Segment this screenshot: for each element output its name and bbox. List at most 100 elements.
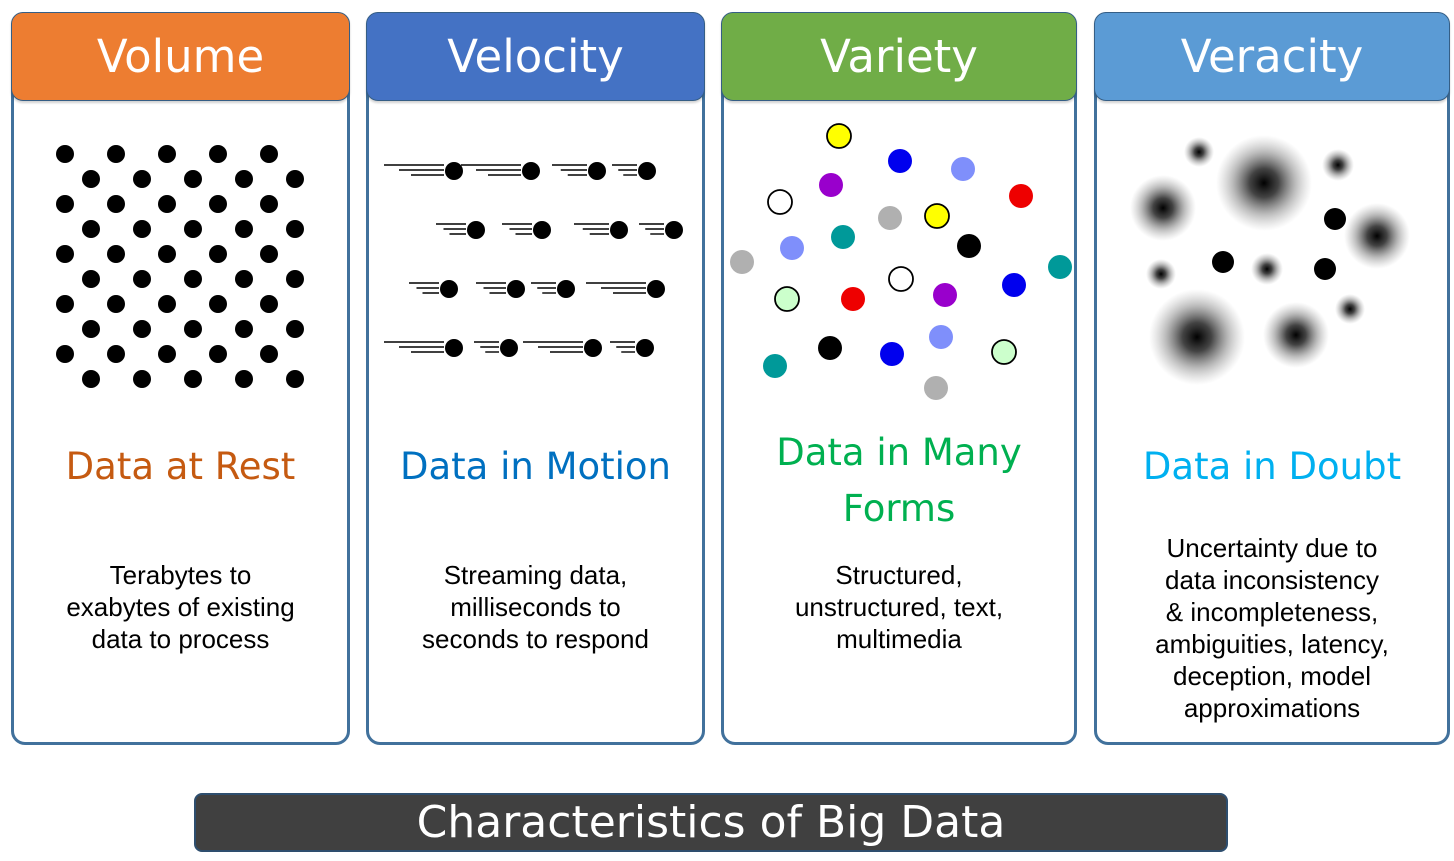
volume-tagline-line-1: Data at Rest: [65, 445, 296, 488]
velocity-dot: [507, 280, 525, 298]
variety-desc-line-3: multimedia: [836, 624, 962, 654]
volume-dot: [184, 320, 202, 338]
variety-tagline-line-2: Forms: [842, 487, 956, 530]
volume-dot: [133, 370, 151, 388]
veracity-dot: [1314, 258, 1336, 280]
volume-dot-grid-illustration: [56, 145, 304, 388]
volume-dot: [209, 295, 227, 313]
velocity-dot: [584, 339, 602, 357]
volume-desc-line-3: data to process: [91, 624, 270, 654]
volume-dot: [184, 370, 202, 388]
footer-banner: Characteristics of Big Data: [194, 793, 1228, 852]
volume-dot: [286, 270, 304, 288]
volume-dot: [286, 320, 304, 338]
velocity-header: Velocity: [366, 12, 705, 101]
velocity-dot: [665, 221, 683, 239]
veracity-title: Veracity: [1180, 30, 1364, 83]
volume-dot: [286, 370, 304, 388]
variety-dot: [924, 376, 948, 400]
velocity-dot: [467, 221, 485, 239]
velocity-tagline-line-1: Data in Motion: [399, 445, 672, 488]
volume-dot: [235, 320, 253, 338]
velocity-dot: [445, 162, 463, 180]
velocity-dot: [636, 339, 654, 357]
veracity-desc-line-2: data inconsistency: [1165, 565, 1379, 595]
volume-dot: [260, 145, 278, 163]
volume-dot: [260, 245, 278, 263]
velocity-motion-dots-illustration: [384, 162, 683, 357]
veracity-blurred-dot: [1149, 289, 1245, 385]
volume-dot: [235, 370, 253, 388]
variety-dot: [933, 283, 957, 307]
veracity-desc-line-3: & incompleteness,: [1165, 597, 1379, 627]
veracity-blurred-dot: [1263, 302, 1329, 368]
velocity-dot: [500, 339, 518, 357]
variety-header: Variety: [721, 12, 1077, 101]
volume-dot: [56, 195, 74, 213]
velocity-dot: [533, 221, 551, 239]
volume-dot: [82, 320, 100, 338]
velocity-tagline: Data in Motion: [369, 439, 702, 495]
velocity-dot: [445, 339, 463, 357]
volume-dot: [209, 195, 227, 213]
volume-dot: [107, 195, 125, 213]
variety-dot: [1048, 255, 1072, 279]
variety-dot: [878, 206, 902, 230]
volume-dot: [286, 170, 304, 188]
volume-dot: [56, 245, 74, 263]
variety-dot: [730, 250, 754, 274]
volume-desc-line-2: exabytes of existing: [66, 592, 295, 622]
veracity-card: Veracity Data in Doubt Uncertainty due t…: [1094, 12, 1450, 745]
variety-description: Structured, unstructured, text, multimed…: [724, 559, 1074, 655]
variety-tagline: Data in Many Forms: [724, 425, 1074, 537]
volume-desc-line-1: Terabytes to: [109, 560, 252, 590]
velocity-dot: [588, 162, 606, 180]
volume-dot: [235, 170, 253, 188]
velocity-dot: [647, 280, 665, 298]
velocity-desc-line-1: Streaming data,: [443, 560, 628, 590]
variety-colored-dots-illustration: [730, 123, 1072, 400]
velocity-desc-line-2: milliseconds to: [450, 592, 621, 622]
variety-dot: [818, 336, 842, 360]
volume-dot: [56, 295, 74, 313]
veracity-blurred-dots-illustration: [1130, 135, 1410, 385]
veracity-blurred-dot: [1184, 137, 1214, 167]
variety-card: Variety Data in Many Forms Structured, u…: [721, 12, 1077, 745]
variety-dot: [929, 325, 953, 349]
variety-dot: [951, 157, 975, 181]
veracity-blurred-dot: [1335, 294, 1365, 324]
variety-dot: [1009, 184, 1033, 208]
velocity-description: Streaming data, milliseconds to seconds …: [369, 559, 702, 655]
variety-dot: [774, 286, 800, 312]
volume-dot: [158, 345, 176, 363]
volume-dot: [184, 170, 202, 188]
volume-tagline: Data at Rest: [14, 439, 347, 495]
volume-dot: [184, 270, 202, 288]
variety-dot: [888, 149, 912, 173]
variety-dot: [991, 339, 1017, 365]
variety-dot: [767, 189, 793, 215]
velocity-desc-line-3: seconds to respond: [422, 624, 649, 654]
veracity-blurred-dot: [1344, 203, 1410, 269]
volume-dot: [260, 345, 278, 363]
velocity-card: Velocity Data in Motion Streaming data, …: [366, 12, 705, 745]
veracity-blurred-dot: [1322, 149, 1354, 181]
volume-dot: [209, 345, 227, 363]
volume-dot: [260, 195, 278, 213]
veracity-header: Veracity: [1094, 12, 1450, 101]
volume-dot: [209, 245, 227, 263]
volume-dot: [158, 295, 176, 313]
volume-header: Volume: [11, 12, 350, 101]
veracity-blurred-dot: [1130, 175, 1196, 241]
veracity-desc-line-1: Uncertainty due to: [1166, 533, 1378, 563]
variety-desc-line-1: Structured,: [835, 560, 963, 590]
volume-card: Volume Data at Rest Terabytes to exabyte…: [11, 12, 350, 745]
variety-tagline-line-1: Data in Many: [776, 431, 1022, 474]
veracity-tagline-line-1: Data in Doubt: [1142, 445, 1402, 488]
velocity-dot: [440, 280, 458, 298]
volume-dot: [158, 245, 176, 263]
volume-description: Terabytes to exabytes of existing data t…: [14, 559, 347, 655]
variety-desc-line-2: unstructured, text,: [794, 592, 1004, 622]
veracity-dot: [1212, 251, 1234, 273]
veracity-blurred-dot: [1251, 253, 1283, 285]
